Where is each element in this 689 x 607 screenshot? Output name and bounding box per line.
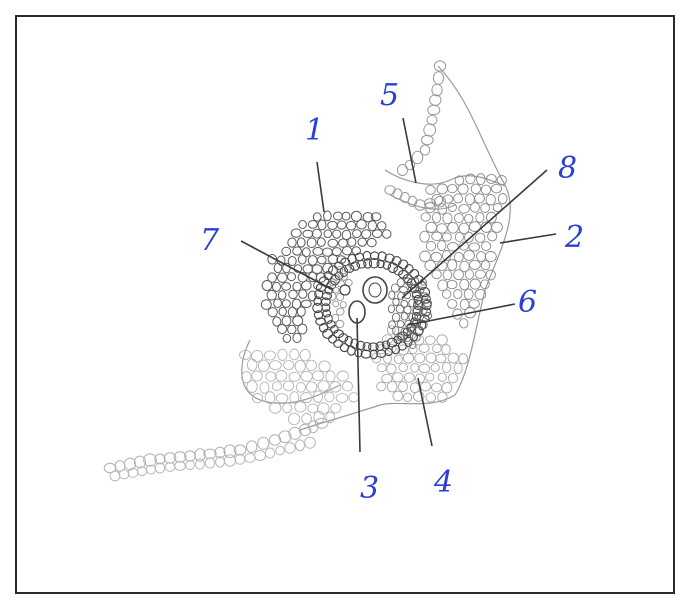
- vessel-inner: [369, 283, 381, 297]
- label-8: 8: [558, 151, 577, 186]
- label-7: 7: [200, 223, 220, 258]
- label-3: 3: [360, 471, 379, 506]
- label-6: 6: [518, 285, 537, 320]
- vessel-small: [340, 285, 350, 295]
- label-2: 2: [564, 220, 584, 255]
- label-4: 4: [433, 465, 453, 500]
- page-frame: [16, 16, 674, 593]
- label-5: 5: [380, 78, 399, 113]
- label-1: 1: [305, 113, 324, 148]
